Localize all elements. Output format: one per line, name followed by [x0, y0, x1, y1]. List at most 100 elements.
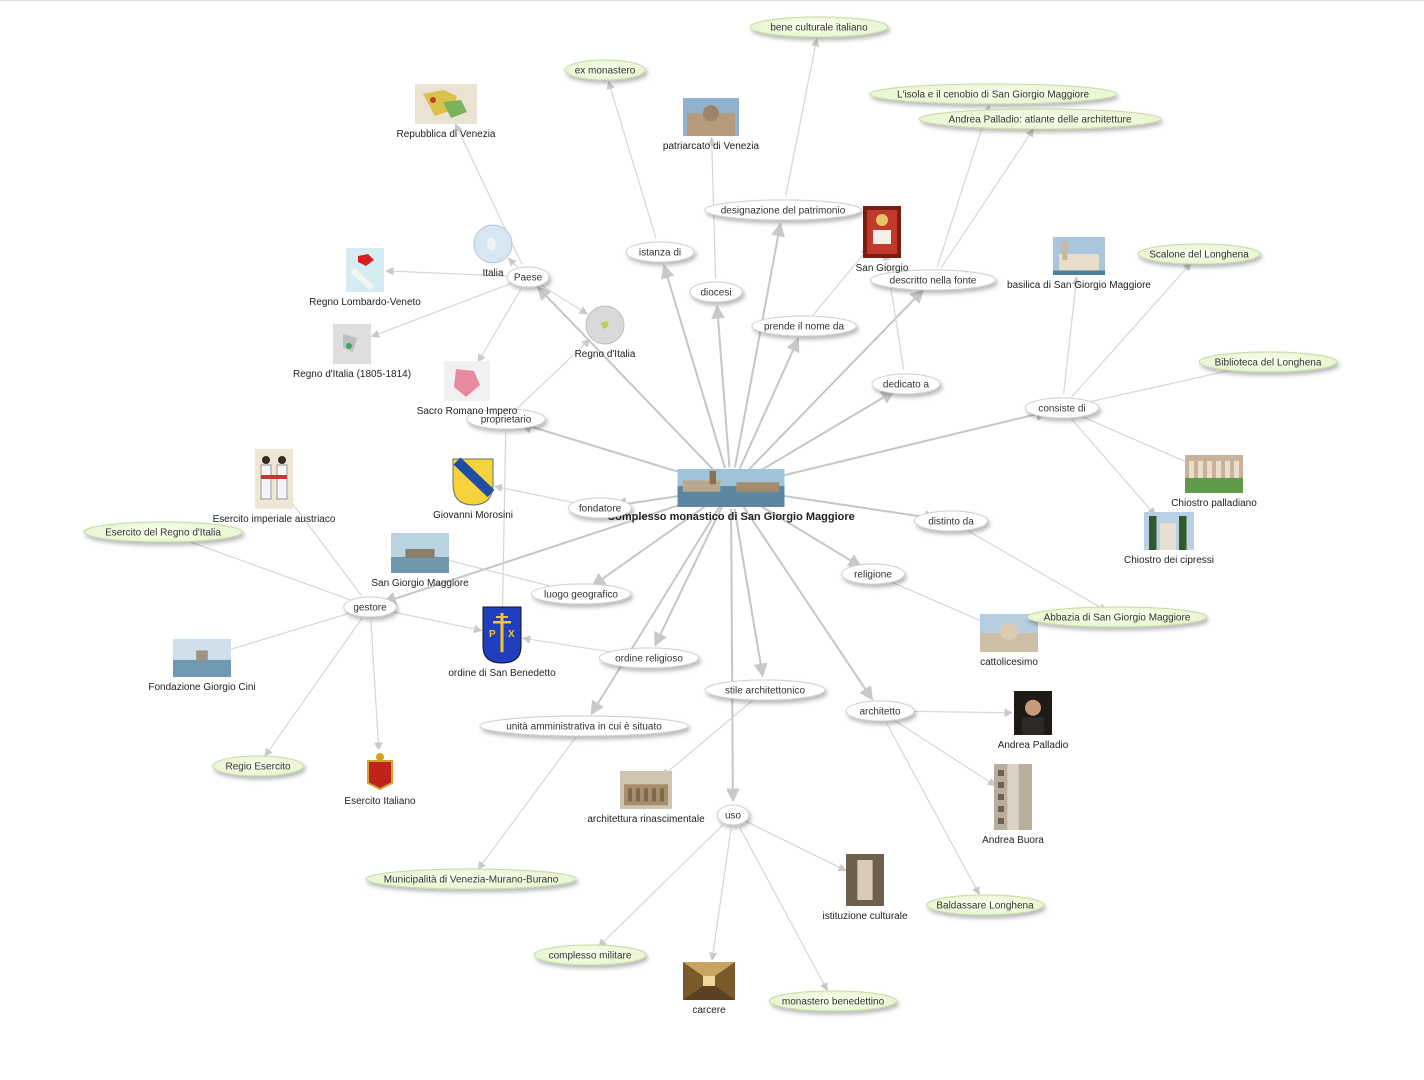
tag-bubble[interactable]	[1026, 606, 1208, 628]
relation-bubble[interactable]	[716, 804, 750, 826]
relation-bubble[interactable]	[751, 315, 857, 337]
thumbnail-image[interactable]	[1144, 512, 1194, 550]
relation-bubble[interactable]	[598, 647, 700, 669]
node-carcere[interactable]: carcere	[683, 962, 735, 1016]
thumbnail-image[interactable]	[415, 84, 477, 124]
node-atlante[interactable]: Andrea Palladio: atlante delle architett…	[918, 108, 1162, 130]
thumbnail-image[interactable]	[1053, 237, 1105, 275]
tag-bubble[interactable]	[1137, 243, 1261, 265]
node-descritto[interactable]: descritto nella fonte	[869, 269, 997, 291]
node-bene[interactable]: bene culturale italiano	[749, 16, 889, 38]
node-venezia_rep[interactable]: Repubblica di Venezia	[397, 84, 496, 140]
tag-bubble[interactable]	[212, 755, 304, 777]
thumbnail-image[interactable]	[585, 305, 625, 345]
node-fondatore[interactable]: fondatore	[568, 497, 632, 519]
node-consiste[interactable]: consiste di	[1024, 397, 1100, 419]
node-militare[interactable]: complesso militare	[533, 944, 647, 966]
thumbnail-image[interactable]	[994, 764, 1032, 830]
node-istituzione[interactable]: istituzione culturale	[822, 854, 908, 922]
thumbnail-image[interactable]	[346, 248, 384, 292]
thumbnail-image[interactable]	[1185, 455, 1243, 493]
node-diocesi[interactable]: diocesi	[689, 281, 743, 303]
node-palladio[interactable]: Andrea Palladio	[998, 691, 1069, 751]
tag-bubble[interactable]	[918, 108, 1162, 130]
relation-bubble[interactable]	[689, 281, 743, 303]
thumbnail-image[interactable]	[173, 639, 231, 677]
thumbnail-image[interactable]	[846, 854, 884, 906]
node-isola_cenobio[interactable]: L'isola e il cenobio di San Giorgio Magg…	[869, 83, 1117, 105]
relation-bubble[interactable]	[530, 583, 632, 605]
relation-bubble[interactable]	[845, 700, 915, 722]
node-luogo[interactable]: luogo geografico	[530, 583, 632, 605]
node-esercito_it[interactable]: Esercito Italiano	[344, 749, 416, 807]
relation-bubble[interactable]	[704, 199, 862, 221]
node-distinto[interactable]: distinto da	[913, 510, 989, 532]
relation-bubble[interactable]	[466, 408, 546, 430]
relation-bubble[interactable]	[841, 563, 905, 585]
node-morosini[interactable]: Giovanni Morosini	[433, 457, 513, 521]
node-gestore[interactable]: gestore	[343, 596, 397, 618]
relation-bubble[interactable]	[913, 510, 989, 532]
thumbnail-image[interactable]	[391, 533, 449, 573]
thumbnail-image[interactable]	[362, 749, 398, 791]
node-chiostro_cip[interactable]: Chiostro dei cipressi	[1124, 512, 1214, 566]
relation-bubble[interactable]	[343, 596, 397, 618]
node-italia1805[interactable]: Regno d'Italia (1805-1814)	[293, 324, 411, 380]
tag-bubble[interactable]	[365, 868, 577, 890]
node-basilica[interactable]: basilica di San Giorgio Maggiore	[1007, 237, 1151, 291]
node-esercito_regno[interactable]: Esercito del Regno d'Italia	[83, 521, 243, 543]
tag-bubble[interactable]	[83, 521, 243, 543]
thumbnail-image[interactable]	[863, 206, 901, 258]
thumbnail-image[interactable]	[677, 469, 785, 507]
thumbnail-image[interactable]	[473, 224, 513, 264]
node-exmon[interactable]: ex monastero	[564, 59, 646, 81]
node-esercito_aus[interactable]: Esercito imperiale austriaco	[213, 449, 336, 525]
node-regio[interactable]: Regio Esercito	[212, 755, 304, 777]
node-prende[interactable]: prende il nome da	[751, 315, 857, 337]
thumbnail-image[interactable]	[1014, 691, 1052, 735]
tag-bubble[interactable]	[564, 59, 646, 81]
node-benedettino[interactable]: monastero benedettino	[768, 990, 898, 1012]
node-regno_italia[interactable]: Regno d'Italia	[575, 305, 636, 360]
relation-bubble[interactable]	[1024, 397, 1100, 419]
node-chiostro_pall[interactable]: Chiostro palladiano	[1171, 455, 1257, 509]
node-designazione[interactable]: designazione del patrimonio	[704, 199, 862, 221]
node-sgm_isola[interactable]: San Giorgio Maggiore	[371, 533, 469, 589]
node-architetto[interactable]: architetto	[845, 700, 915, 722]
node-uso[interactable]: uso	[716, 804, 750, 826]
thumbnail-image[interactable]	[620, 771, 672, 809]
tag-bubble[interactable]	[749, 16, 889, 38]
relation-bubble[interactable]	[871, 373, 941, 395]
node-patriarcato[interactable]: patriarcato di Venezia	[663, 98, 760, 152]
tag-bubble[interactable]	[768, 990, 898, 1012]
node-sangiorgio_saint[interactable]: San Giorgio	[856, 206, 909, 274]
node-lombardo[interactable]: Regno Lombardo-Veneto	[309, 248, 421, 308]
thumbnail-image[interactable]	[452, 457, 495, 506]
node-dedicato[interactable]: dedicato a	[871, 373, 941, 395]
node-biblioteca[interactable]: Biblioteca del Longhena	[1198, 351, 1338, 373]
node-rinascimentale[interactable]: architettura rinascimentale	[587, 771, 705, 825]
node-istanza[interactable]: istanza di	[625, 241, 695, 263]
thumbnail-image[interactable]	[683, 962, 735, 1000]
node-municipalita[interactable]: Municipalità di Venezia-Murano-Burano	[365, 868, 577, 890]
node-religione[interactable]: religione	[841, 563, 905, 585]
node-stile[interactable]: stile architettonico	[704, 679, 826, 701]
tag-bubble[interactable]	[869, 83, 1117, 105]
node-longhena[interactable]: Baldassare Longhena	[926, 894, 1044, 916]
node-cini[interactable]: Fondazione Giorgio Cini	[148, 639, 256, 693]
thumbnail-image[interactable]	[980, 614, 1038, 652]
node-paese[interactable]: Paese	[506, 266, 550, 288]
node-proprietario[interactable]: proprietario	[466, 408, 546, 430]
thumbnail-image[interactable]	[255, 449, 293, 509]
node-center[interactable]: Complesso monastico di San Giorgio Maggi…	[607, 469, 855, 523]
tag-bubble[interactable]	[533, 944, 647, 966]
node-ordine[interactable]: ordine religioso	[598, 647, 700, 669]
node-cattolicesimo[interactable]: cattolicesimo	[980, 614, 1038, 668]
node-italia[interactable]: Italia	[473, 224, 513, 279]
relation-bubble[interactable]	[568, 497, 632, 519]
relation-bubble[interactable]	[479, 715, 689, 737]
relation-bubble[interactable]	[625, 241, 695, 263]
tag-bubble[interactable]	[926, 894, 1044, 916]
